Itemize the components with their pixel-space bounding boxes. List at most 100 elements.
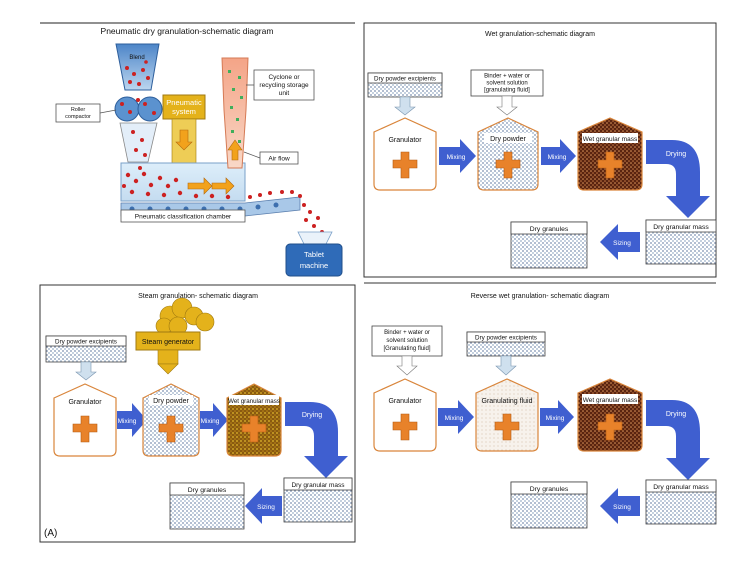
wet-mixing-arrow-1 — [439, 139, 476, 173]
compact-chute — [119, 122, 158, 163]
steam-drying-label: Drying — [302, 412, 322, 419]
reverse-input1-line1: Binder + water or — [384, 330, 430, 336]
cyclone-label-line2: recycling storage — [259, 82, 309, 89]
wet-panel-border — [363, 22, 717, 278]
reverse-arrow2-label: Mixing — [546, 415, 565, 422]
tablet-label-line2: machine — [300, 261, 328, 270]
reverse-vessel3-label: Wet granular mass — [583, 397, 638, 404]
blend-particles — [125, 60, 150, 86]
panel-label: (A) — [44, 528, 57, 539]
steam-impeller-1 — [72, 415, 98, 443]
steam-panel-border — [39, 284, 356, 543]
reverse-impeller-2 — [494, 413, 520, 441]
wet-vessel1-label: Granulator — [388, 137, 422, 144]
cyclone-label-line3: unit — [279, 90, 290, 97]
chamber-label: Pneumatic classification chamber — [135, 214, 232, 221]
reverse-vessel1-label: Granulator — [388, 398, 422, 405]
classification-chamber — [120, 162, 246, 202]
steam-generator-label: Steam generator — [142, 339, 195, 346]
cyclone-particles — [228, 70, 243, 143]
reverse-input1-line3: [Granulating fluid] — [383, 346, 430, 352]
roller-label-line2: compactor — [65, 114, 91, 120]
steam-title: Steam granulation- schematic diagram — [138, 293, 258, 300]
reverse-input1-box — [371, 325, 443, 357]
steam-input1-arrow — [75, 361, 97, 381]
chamber-label-box — [120, 209, 246, 223]
steam-drying-arrow — [285, 402, 348, 478]
reverse-product-label: Dry granules — [530, 486, 569, 493]
reverse-sizing-label: Sizing — [613, 504, 631, 511]
wet-input2-box — [470, 69, 544, 97]
cyclone-tower — [221, 57, 249, 169]
steam-vessel2-label: Dry powder — [153, 398, 189, 405]
steam-impeller-2 — [158, 415, 184, 443]
wet-impeller-3 — [597, 151, 623, 179]
reverse-mass-label: Dry granular mass — [653, 484, 709, 491]
reverse-vessel2-label: Granulating fluid — [482, 398, 533, 405]
cyclone-label-line1: Cyclone or — [268, 74, 300, 81]
steam-product-label: Dry granules — [188, 487, 227, 494]
wet-impeller-2 — [495, 151, 521, 179]
right-roller — [137, 96, 163, 122]
air-down-arrow — [175, 129, 193, 151]
steam-vessel1-label: Granulator — [68, 399, 102, 406]
steam-input1-label: Dry powder excipients — [55, 339, 117, 346]
reverse-input2-arrow — [495, 355, 517, 376]
wet-input2-line1: Binder + water or — [484, 74, 530, 80]
wet-vessel3-label: Wet granular mass — [583, 136, 638, 143]
pneumatic-title: Pneumatic dry granulation-schematic diag… — [101, 26, 274, 36]
pneumatic-panel: Pneumatic dry granulation-schematic diag… — [55, 26, 343, 277]
steam-impeller-3 — [241, 415, 267, 443]
steam-mass-label: Dry granular mass — [291, 482, 345, 489]
tablet-machine — [285, 243, 343, 277]
wet-mixing-arrow-2 — [541, 139, 576, 173]
reverse-mixing-arrow-1 — [438, 400, 474, 434]
steam-cloud — [155, 297, 215, 336]
air-flow-label: Air flow — [268, 156, 290, 163]
steam-down-arrow — [157, 363, 179, 375]
chamber-particles — [122, 166, 231, 200]
system-label-line1: Pneumatic — [166, 98, 202, 107]
wet-mass-label: Dry granular mass — [653, 224, 709, 231]
steam-sizing-label: Sizing — [257, 504, 275, 511]
wet-input2-line2: solvent solution — [486, 81, 527, 87]
reverse-title: Reverse wet granulation- schematic diagr… — [471, 293, 610, 300]
reverse-panel: Reverse wet granulation- schematic diagr… — [371, 293, 717, 529]
reverse-impeller-3 — [597, 413, 623, 441]
steam-mixing-arrow-1 — [117, 403, 147, 437]
wet-input1-label: Dry powder excipients — [374, 76, 436, 83]
wet-title: Wet granulation-schematic diagram — [485, 31, 595, 38]
steam-vessel3-label: Wet granular mass — [228, 398, 280, 405]
wet-impeller-1 — [392, 151, 418, 179]
reverse-drying-label: Drying — [666, 411, 686, 418]
left-roller — [114, 96, 140, 122]
cyclone-label-box — [253, 69, 315, 101]
wet-product-label: Dry granules — [530, 226, 569, 233]
steam-panel: Steam granulation- schematic diagram Dry… — [44, 293, 353, 539]
reverse-sizing-arrow — [600, 488, 640, 524]
roller-label-line1: Roller — [71, 107, 86, 113]
reverse-arrow1-label: Mixing — [445, 415, 464, 422]
air-right-arrow-2 — [211, 177, 235, 195]
air-up-arrow — [227, 139, 243, 161]
wet-vessel2-label: Dry powder — [490, 136, 526, 143]
tablet-hopper — [297, 231, 333, 245]
tablet-label-line1: Tablet — [304, 250, 325, 259]
wet-sizing-arrow — [600, 224, 640, 260]
wet-arrow2-label: Mixing — [548, 154, 567, 161]
reverse-mixing-arrow-2 — [540, 400, 574, 434]
wet-sizing-label: Sizing — [613, 240, 631, 247]
reverse-input2-label: Dry powder excipients — [475, 335, 537, 342]
steam-sizing-arrow — [245, 488, 282, 524]
reverse-input1-line2: solvent solution — [386, 338, 427, 344]
wet-drying-arrow — [646, 140, 710, 218]
wet-input1-arrow — [394, 96, 416, 116]
wet-input2-line3: [granulating fluid] — [484, 88, 530, 94]
steam-arrow1-label: Mixing — [118, 418, 137, 425]
wet-drying-label: Drying — [666, 151, 686, 158]
air-right-arrow-1 — [187, 177, 213, 195]
steam-mixing-arrow-2 — [200, 403, 228, 437]
reverse-drying-arrow — [646, 400, 710, 480]
steam-arrow2-label: Mixing — [201, 418, 220, 425]
